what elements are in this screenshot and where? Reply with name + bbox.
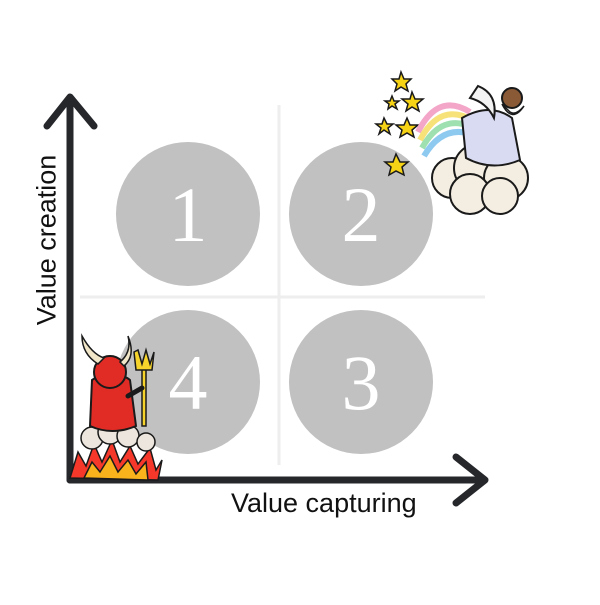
wizard-robe (460, 109, 522, 167)
quadrant-circle (116, 310, 260, 454)
devil-arm (125, 385, 145, 399)
devil-horn-left (81, 333, 106, 365)
y-axis-label: Value creation (31, 154, 62, 326)
wizard-beard (501, 103, 525, 116)
x-axis-label: Value capturing (231, 488, 417, 518)
quadrant-circle (289, 142, 433, 286)
cloud (431, 143, 529, 215)
wizard-head (501, 87, 523, 109)
quadrant-number: 3 (342, 339, 381, 426)
quadrant-number: 1 (169, 171, 208, 258)
quadrant-1: 1 (116, 142, 260, 286)
x-axis-arrowhead (452, 453, 489, 507)
star-icon (373, 69, 426, 177)
quadrant-circle (289, 310, 433, 454)
quadrant-number: 2 (342, 171, 381, 258)
devil-head (93, 355, 127, 389)
quadrant-3: 3 (289, 310, 433, 454)
devil-in-flames-illustration (68, 333, 163, 481)
quadrant-circle (116, 142, 260, 286)
y-axis-arrowhead (43, 93, 98, 130)
moon-hat (468, 84, 496, 122)
quadrant-number: 4 (169, 339, 208, 426)
trident-icon (133, 347, 155, 427)
wizard-on-cloud-illustration (373, 69, 529, 215)
quadrant-2: 2 (289, 142, 433, 286)
devil-horn-right (118, 335, 132, 368)
flames (68, 438, 163, 481)
quadrant-4: 4 (116, 310, 260, 454)
